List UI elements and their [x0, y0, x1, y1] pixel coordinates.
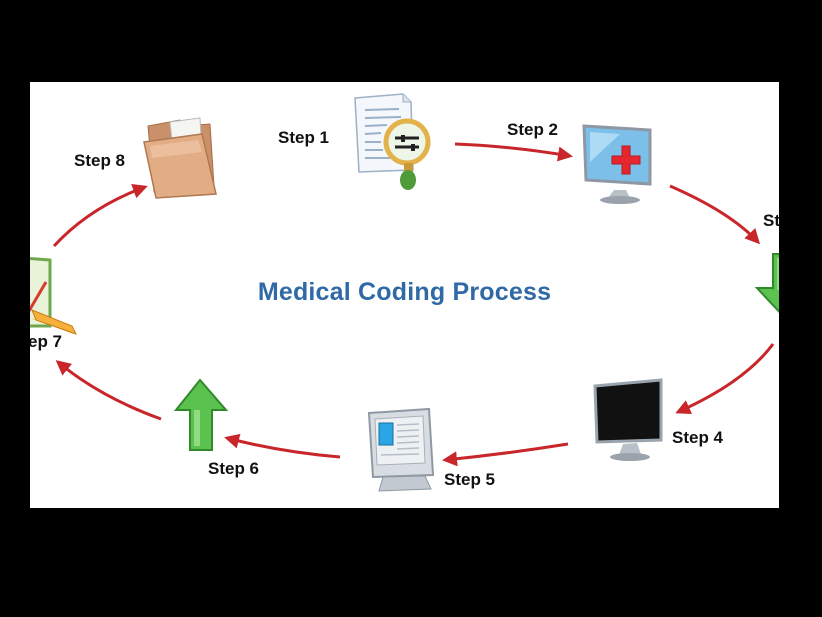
step-4-label: Step 4 [672, 428, 724, 447]
arrow-step2-to-step3 [669, 184, 761, 245]
step-2-label: Step 2 [507, 120, 559, 139]
diagram-panel: Medical Coding Process Step 1 Step 2 Ste… [30, 82, 779, 508]
arrow-step7-to-step8 [52, 184, 148, 248]
diagram-title: Medical Coding Process [257, 278, 552, 306]
computer-terminal-icon [367, 407, 435, 492]
black-monitor-icon [593, 378, 663, 461]
step-8-label: Step 8 [74, 151, 126, 170]
step-5-label: Step 5 [444, 470, 496, 489]
step-1-label: Step 1 [278, 128, 330, 147]
arrow-step3-to-step4 [675, 343, 775, 414]
green-down-arrow-icon [754, 253, 779, 314]
document-magnifier-icon [354, 93, 431, 190]
chart-pencil-icon [30, 256, 77, 335]
arrow-step1-to-step2 [454, 142, 573, 162]
arrow-step4-to-step5 [442, 442, 569, 467]
monitor-red-cross-icon [582, 124, 652, 204]
step-3-label: Step 3 [763, 211, 779, 230]
step-7-label: Step 7 [30, 332, 63, 351]
cycle-arrows [52, 142, 775, 467]
folder-icon [143, 117, 217, 199]
step-6-label: Step 6 [208, 459, 260, 478]
green-up-arrow-icon [173, 378, 229, 451]
arrow-step6-to-step7 [55, 360, 162, 421]
arrow-step5-to-step6 [224, 433, 341, 459]
